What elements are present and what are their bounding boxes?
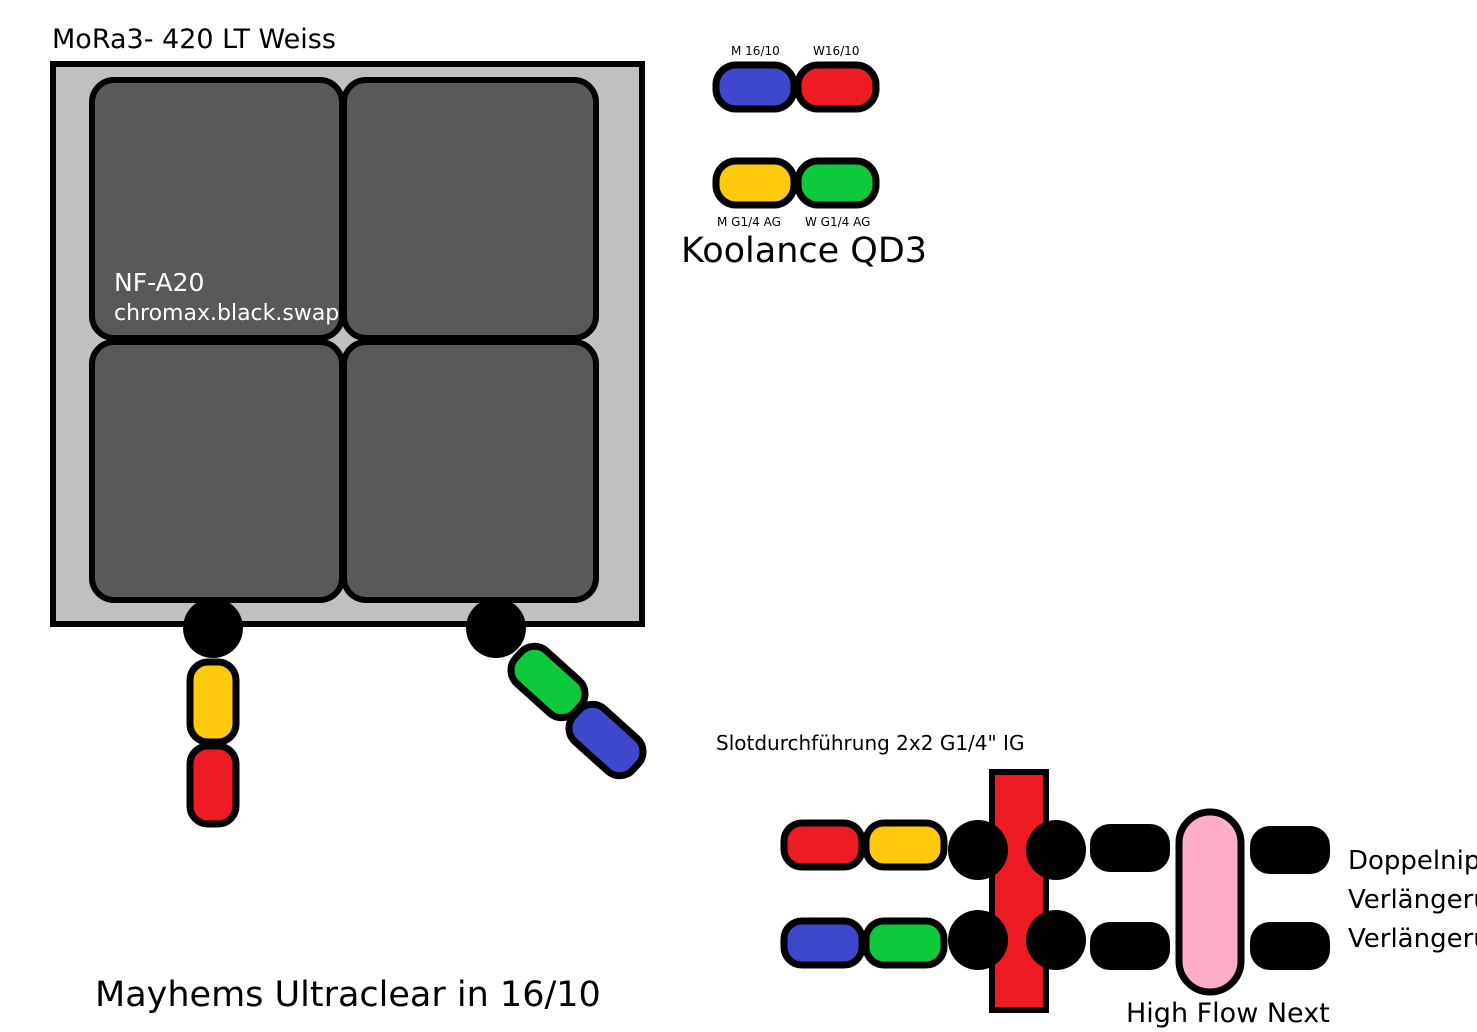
qd-title: Koolance QD3 [681,231,928,271]
radiator-port-right [466,598,526,658]
qd-label-m-g14-ag: M G1/4 AG [717,215,781,229]
slot-qd-m-g14-ag [862,819,948,871]
legend-item-verlaengerung-2: Verlängerung [1348,924,1477,954]
legend-m-g14-ag [712,157,798,209]
fitting-double-nipple-top [1090,824,1170,872]
slot-port-top-left [948,820,1008,880]
qd-label-w-16-10: W16/10 [813,44,860,58]
fan-top-left [89,77,345,341]
fitting-double-nipple-bottom [1090,922,1170,970]
fan-bottom-left [89,339,345,603]
legend-m-16-10 [712,61,798,113]
qd-m-g14-ag-left [186,658,240,746]
fan-top-right [341,77,599,341]
qd-label-w-g14-ag: W G1/4 AG [805,215,871,229]
fan-variant: chromax.black.swap [114,301,340,326]
legend-item-doppelnippel: Doppelnippel [1348,846,1477,876]
legend-item-verlaengerung-1: Verlängerung [1348,885,1477,915]
slot-port-bottom-right [1026,910,1086,970]
qd-m-16-10-right [565,700,647,780]
qd-w-16-10-left [186,742,240,828]
radiator-title: MoRa3- 420 LT Weiss [52,24,336,55]
slot-qd-w-16-10 [780,819,866,871]
slot-qd-m-16-10 [780,917,866,969]
qd-label-m-16-10: M 16/10 [731,44,780,58]
high-flow-label: High Flow Next [1126,998,1330,1029]
high-flow-next-sensor [1175,808,1245,996]
slot-qd-w-g14-ag [862,917,948,969]
coolant-label: Mayhems Ultraclear in 16/10 [95,975,601,1015]
radiator-port-left [183,598,243,658]
slot-port-bottom-left [948,910,1008,970]
fitting-extension-top [1250,826,1330,874]
fan-bottom-right [341,339,599,603]
fitting-extension-bottom [1250,922,1330,970]
slot-port-top-right [1026,820,1086,880]
legend-w-16-10 [794,61,880,113]
fan-name: NF-A20 [114,268,205,297]
slot-passthrough-label: Slotdurchführung 2x2 G1/4" IG [716,731,1025,755]
slot-passthrough-bar [989,769,1049,1013]
legend-w-g14-ag [794,157,880,209]
